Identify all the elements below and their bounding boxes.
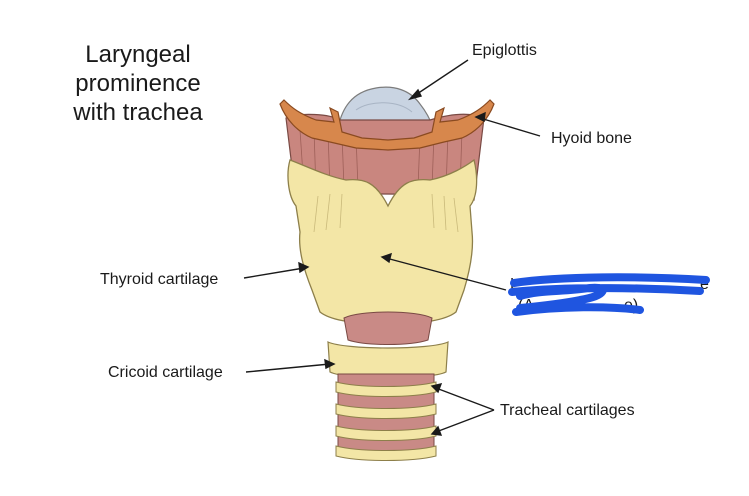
arrowhead-epiglottis [407,88,423,101]
obscured-label-fragment-3: (A [518,297,534,314]
hyoid-bone-shape [279,99,495,151]
leader-prominence [385,257,507,291]
obscured-label-fragment-2: e [700,276,709,293]
arrowhead-hyoid [474,111,486,123]
label-hyoid-bone: Hyoid bone [551,130,632,147]
tracheal-ring-2 [335,403,437,419]
title-line-2: prominence [75,70,201,97]
arrowhead-prominence [380,252,392,264]
obscured-label-fragment-4: e) [624,297,639,314]
arrowhead-tracheal-1 [430,383,443,394]
leader-hyoid [479,117,541,137]
tracheal-ring-1 [335,381,437,397]
label-thyroid-cartilage: Thyroid cartilage [100,271,219,288]
thyroid-hatching [313,193,459,233]
leader-thyroid [243,267,305,279]
label-cricoid-cartilage: Cricoid cartilage [108,364,223,381]
label-tracheal-cartilages: Tracheal cartilages [500,402,635,419]
label-epiglottis: Epiglottis [472,42,537,59]
trachea [335,373,437,461]
thyroid-cartilage-shape [287,158,478,325]
obscured-label-fragment-1: L [510,276,519,293]
arrowhead-tracheal-2 [430,425,443,436]
leader-tracheal-2 [435,409,495,433]
leader-lines [243,59,541,436]
tracheal-ring-4 [335,445,437,461]
arrowhead-cricoid [324,358,336,370]
epiglottis-shading [355,102,413,113]
tracheal-ring-3 [335,425,437,441]
title-line-3: with trachea [73,99,203,126]
title-line-1: Laryngeal [85,41,191,68]
cricothyroid-membrane [343,311,433,345]
leader-cricoid [245,363,331,373]
cricoid-cartilage-shape [327,341,449,379]
diagram-title: Laryngeal prominence with trachea [58,40,218,127]
leader-epiglottis [413,59,469,97]
arrowhead-thyroid [298,261,310,274]
leader-tracheal-1 [435,387,495,411]
